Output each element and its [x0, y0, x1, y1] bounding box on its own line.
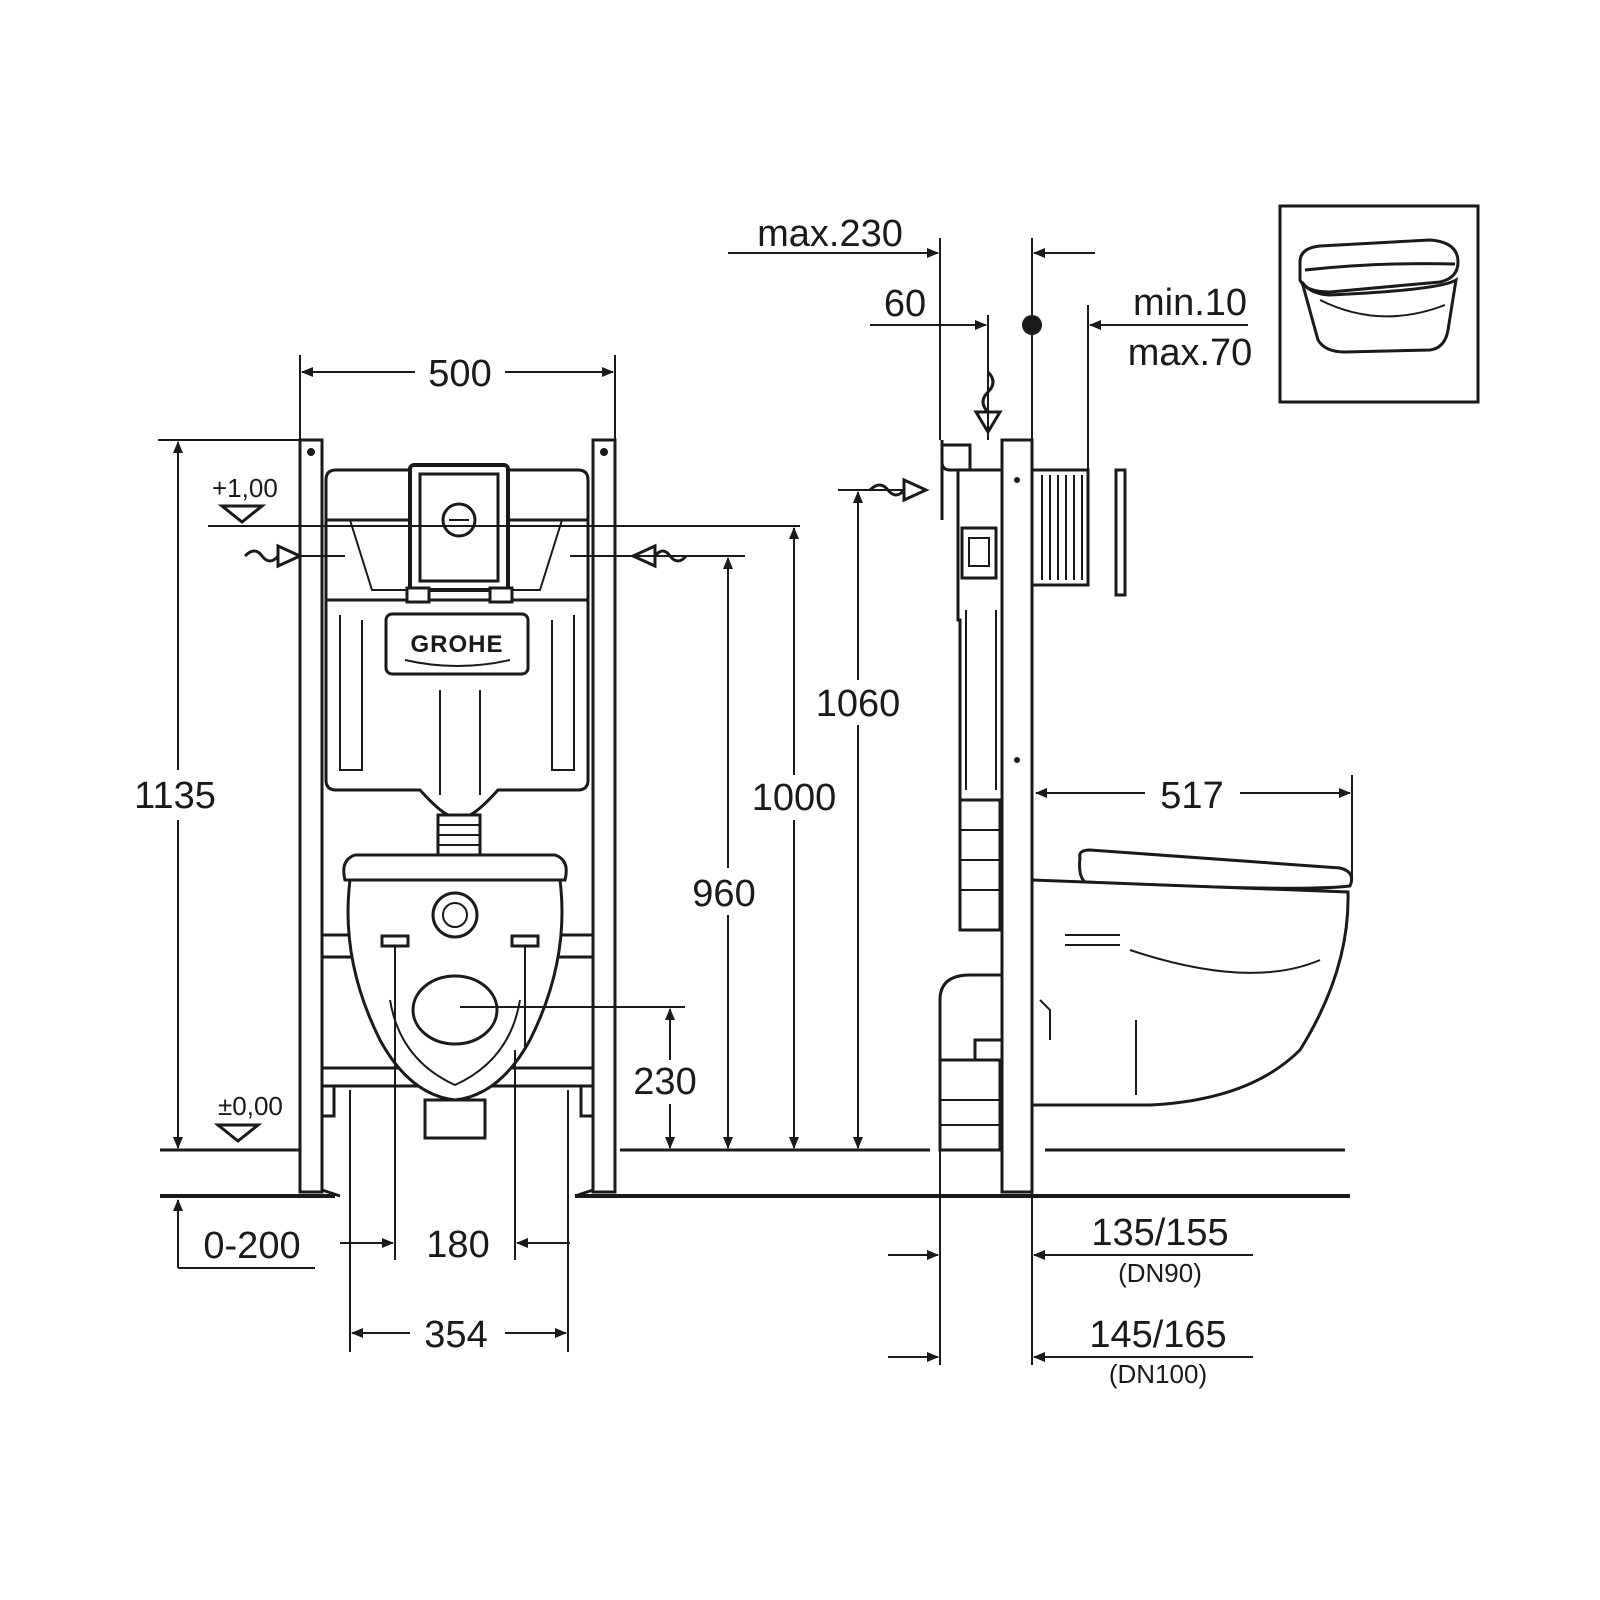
- svg-text:354: 354: [424, 1314, 487, 1356]
- dimension-500: 500: [299, 353, 616, 440]
- side-frame-post: [1000, 438, 1034, 1194]
- dimension-145-165: 145/165 (DN100): [888, 1314, 1253, 1389]
- svg-text:1060: 1060: [816, 683, 901, 725]
- flush-symbol-side: [973, 315, 1003, 440]
- svg-text:max.70: max.70: [1128, 332, 1253, 374]
- dimension-0-200: 0-200: [173, 1199, 315, 1269]
- svg-text:230: 230: [633, 1061, 696, 1103]
- level-mark-floor: ±0,00: [213, 1091, 283, 1143]
- svg-text:145/165: 145/165: [1089, 1314, 1226, 1356]
- dimension-135-155: 135/155 (DN90): [888, 1192, 1253, 1365]
- dimension-1060: 1060: [816, 489, 920, 1149]
- water-inlet-side: [868, 477, 930, 503]
- svg-text:(DN90): (DN90): [1118, 1258, 1202, 1288]
- svg-text:min.10: min.10: [1133, 282, 1247, 324]
- dimension-230: 230: [460, 1006, 697, 1149]
- svg-text:1000: 1000: [752, 777, 837, 819]
- svg-text:0-200: 0-200: [203, 1225, 300, 1267]
- frame-post-left: [298, 438, 324, 1194]
- dimension-517: 517: [1035, 775, 1353, 880]
- dimension-min-10-max-70: min.10 max.70: [1022, 238, 1252, 470]
- toilet-bowl-side: [1030, 848, 1354, 1107]
- brand-label: GROHE: [410, 631, 503, 658]
- dimension-1000: 1000: [752, 527, 837, 1149]
- svg-text:517: 517: [1160, 775, 1223, 817]
- frame-post-right: [591, 438, 617, 1194]
- svg-text:±0,00: ±0,00: [218, 1091, 283, 1121]
- dimension-1135: 1135: [134, 439, 300, 1149]
- brand-plate: [384, 612, 530, 676]
- flush-pipe: [436, 813, 482, 857]
- svg-text:60: 60: [884, 283, 926, 325]
- svg-text:135/155: 135/155: [1091, 1212, 1228, 1254]
- svg-text:+1,00: +1,00: [212, 473, 278, 503]
- water-inlet-left: [243, 543, 345, 569]
- dimension-960: 960: [633, 555, 756, 1149]
- svg-text:max.230: max.230: [757, 213, 903, 255]
- svg-text:960: 960: [692, 873, 755, 915]
- svg-text:500: 500: [428, 353, 491, 395]
- front-view: GROHE: [134, 353, 1350, 1356]
- side-view: max.230 60 min.10 max.70 517: [728, 213, 1354, 1389]
- drain-pipe-side: [938, 798, 1004, 1365]
- dimension-354: 354: [349, 1090, 569, 1356]
- frame: [298, 438, 617, 1198]
- level-mark-top: +1,00: [208, 473, 800, 527]
- dimension-180: 180: [340, 1050, 570, 1266]
- svg-text:(DN100): (DN100): [1109, 1359, 1207, 1389]
- cistern-side: [940, 440, 1127, 802]
- toilet-bowl-front: [342, 853, 568, 1140]
- cistern: GROHE: [324, 463, 590, 817]
- svg-text:180: 180: [426, 1224, 489, 1266]
- toilet-thumbnail: [1278, 204, 1480, 404]
- svg-text:1135: 1135: [134, 775, 216, 817]
- dimension-60: 60: [870, 283, 987, 330]
- toilet-icon: [1298, 238, 1460, 354]
- dimension-max-230: max.230: [728, 213, 941, 440]
- flush-plate-side: [1030, 468, 1090, 587]
